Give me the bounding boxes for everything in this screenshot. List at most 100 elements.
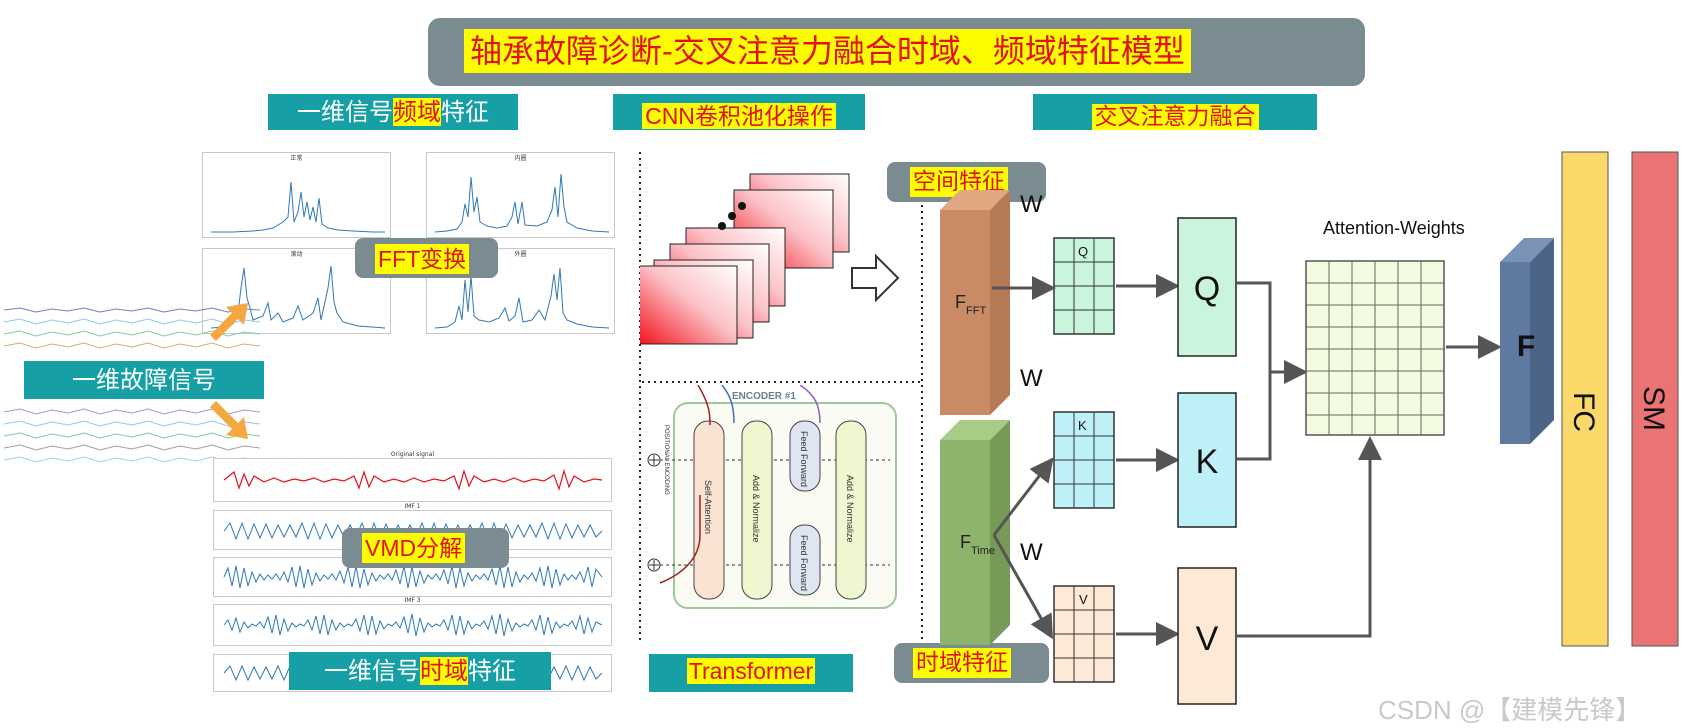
fft-label: FFT变换 [375,244,470,274]
fc-bar [1561,151,1609,647]
q-box [1177,217,1237,357]
fft-plot-1: 正常 [202,152,391,238]
encoder-blue-input [721,385,735,424]
fft-plot-4-title: 外圈 [514,251,527,258]
wk-w-label: W [1020,365,1043,392]
time-prefix: 一维信号 [324,657,420,685]
f-block [1500,262,1530,444]
cnn-feature-maps [640,173,900,345]
time-feature-header: 一维信号时域特征 [289,652,551,690]
wq-grid: Q [1053,237,1115,335]
ellipsis-dot-2 [728,212,736,220]
fft-plot-3-spectrum [210,265,386,329]
vmd-plot-4-title: IMF 3 [404,597,421,604]
cnn-label: CNN卷积池化操作 [642,103,836,129]
feed-forward-label-1: Feed Forward [799,431,809,487]
add-normalize-label-2: Add & Normalize [845,475,855,543]
v-box [1177,567,1237,705]
ellipsis-dot-3 [738,202,746,210]
f-fft-subscript: FFT [966,305,986,317]
feature-map-6 [640,265,738,345]
vmd-plot-1-title: Original signal [390,451,435,458]
freq-feature-header: 一维信号频域特征 [268,94,518,130]
self-attention-label: Self-Attention [703,480,713,534]
fault-wave-6 [3,420,261,427]
transformer-header: Transformer [649,654,853,692]
watermark: CSDN @【建模先锋】 [1378,695,1642,725]
f-fft-block [940,210,990,415]
time-highlight: 时域 [420,657,468,685]
arrow-ftime-wk [992,457,1054,536]
add-normalize-label-1: Add & Normalize [751,475,761,543]
cross-attention-label: 交叉注意力融合 [1091,104,1259,130]
hollow-arrow-icon [851,253,900,303]
fc-label: FC [1567,392,1600,432]
f-fft-label: FFFT [955,292,986,317]
vmd-plot-1: Original signal [213,451,612,502]
cnn-header: CNN卷积池化操作 [613,94,865,130]
f-time-subscript: Time [971,545,995,557]
arrow-k-attention [1236,372,1272,461]
orange-arrows [210,303,248,439]
fft-plot-3-title: 滚动 [290,251,303,258]
f-time-label: FTime [960,532,995,557]
add-normalize-block-1 [741,420,773,600]
encoder-label: ENCODER #1 [732,391,796,402]
fft-plot-2-title: 内圈 [514,155,527,162]
cross-attention-diagram: FFFT FTime W W W Q K V Q K V [940,151,1679,705]
vmd-label: VMD分解 [362,533,466,563]
fft-plot-4-spectrum [434,267,610,329]
f-fft-block-side [990,190,1010,415]
fault-wave-4 [3,342,261,349]
vmd-plot-4: IMF 3 [213,597,612,646]
fft-plot-1-title: 正常 [290,155,303,162]
f-fft-letter: F [955,292,966,312]
arrow-q-attention [1236,281,1272,372]
feed-forward-label-2: Feed Forward [799,535,809,591]
ellipsis-dot-1 [718,222,726,230]
sm-bar [1631,151,1679,647]
wk-subscript: K [1078,418,1087,433]
freq-highlight: 频域 [393,98,441,126]
encoder-purple-input [799,385,821,424]
temporal-feature-label: 时域特征 [913,648,1011,678]
encoder-red-input [697,385,711,426]
freq-prefix: 一维信号 [297,98,393,126]
fault-signal-label: 一维故障信号 [24,361,264,399]
f-label: F [1517,330,1535,363]
attention-weights-label: Attention-Weights [1323,218,1465,238]
f-block-top [1500,238,1554,262]
q-label: Q [1194,270,1220,308]
wv-grid: V [1053,585,1115,683]
add-normalize-block-2 [835,420,867,600]
vmd-plot-4-wave [223,613,603,637]
fault-wave-7 [3,432,261,439]
f-time-block-side [990,420,1010,645]
fault-wave-2 [3,318,261,325]
feed-forward-block-2 [789,524,821,596]
f-time-block-top [940,420,1010,440]
fault-wave-8 [3,444,261,451]
fft-plot-2: 内圈 [426,152,615,238]
k-label: K [1196,443,1219,481]
fault-signal-waves [3,307,261,463]
k-box [1177,392,1237,528]
arrow-ftime-wv [992,534,1053,640]
transformer-label: Transformer [686,658,816,684]
self-attention-block [693,420,725,600]
arrow-v-attention [1236,436,1382,638]
fft-plot-2-spectrum [434,173,610,233]
arrow-up-right-icon [210,303,248,341]
freq-suffix: 特征 [441,98,489,126]
page-title: 轴承故障诊断-交叉注意力融合时域、频域特征模型 [464,29,1191,73]
time-suffix: 特征 [468,657,516,685]
f-time-letter: F [960,532,971,552]
feed-forward-block-1 [789,420,821,492]
wq-w-label: W [1020,191,1043,218]
f-fft-block-top [940,190,1010,210]
encoder-red-residual [659,495,701,584]
sm-label: SM [1637,386,1670,431]
attention-grid [1305,260,1445,436]
transformer-encoder: ENCODER #1 POSITIONAL ENCODING Self-Atte… [647,385,897,609]
